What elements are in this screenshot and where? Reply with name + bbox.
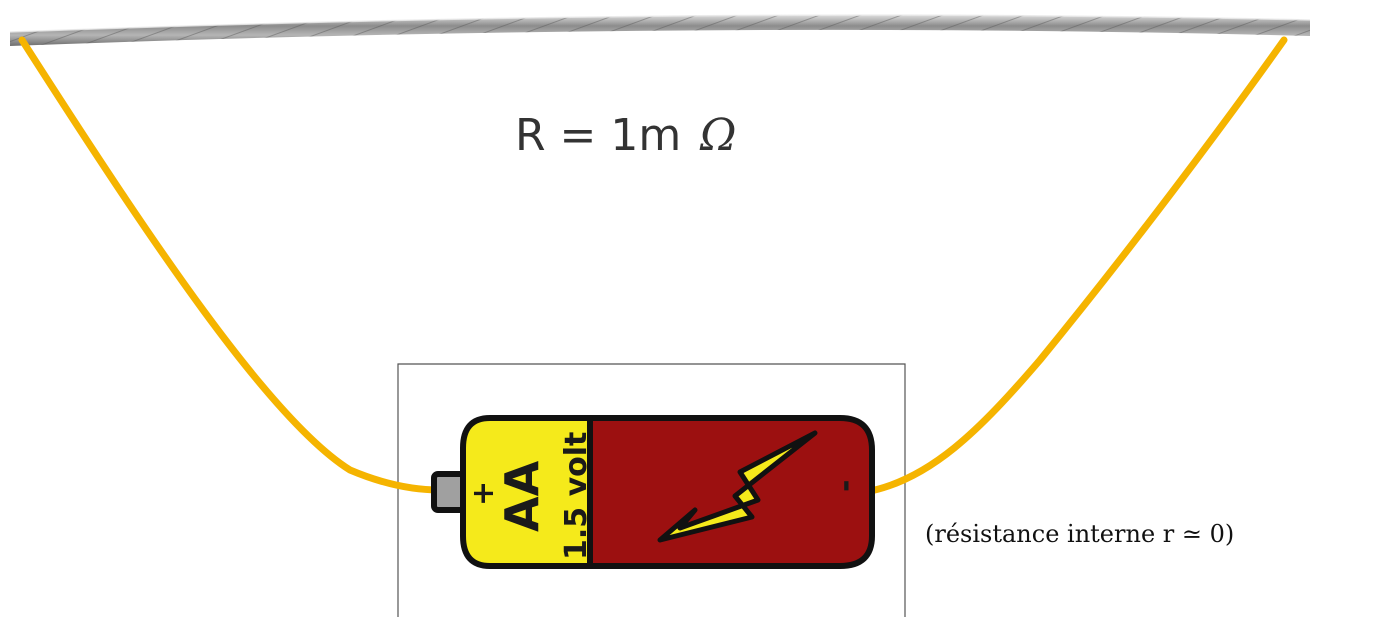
battery-voltage-label: 1.5 volt: [559, 432, 594, 560]
positive-terminal: [431, 471, 467, 513]
left-wire: [18, 36, 444, 494]
right-wire: [862, 36, 1288, 496]
steel-cable: [9, 14, 1311, 46]
negative-sign: -: [828, 480, 863, 492]
resistance-label: R = 1m Ω: [515, 110, 736, 161]
lightning-bolt-icon: [657, 430, 818, 543]
aa-battery: AA 1.5 volt + -: [431, 415, 875, 569]
battery-body: [587, 415, 875, 569]
battery-positive-end: [460, 415, 593, 569]
battery-size-label: AA: [495, 460, 549, 532]
battery-frame: [397, 363, 906, 617]
positive-sign: +: [466, 481, 501, 506]
resistance-value-text: R = 1m: [515, 110, 681, 161]
internal-resistance-note: (résistance interne r ≃ 0): [925, 520, 1234, 548]
ohm-symbol: Ω: [699, 110, 736, 161]
